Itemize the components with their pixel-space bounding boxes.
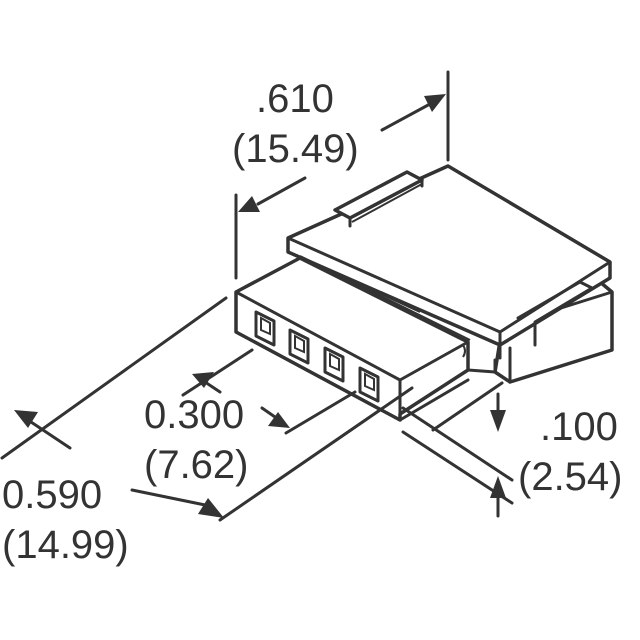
pitch-mm-label: (2.54) [518,455,623,499]
cavity-2 [288,328,310,365]
cavity-4 [358,366,380,403]
dimension-pin-span: 0.300 (7.62) [144,348,357,487]
dimension-pitch: .100 (2.54) [401,381,623,518]
length-mm-label: (14.99) [2,523,129,567]
depth-inch-label: .610 [256,77,334,121]
pitch-inch-label: .100 [540,405,618,449]
length-inch-label: 0.590 [2,473,102,517]
dimension-overall-length: 0.590 (14.99) [0,296,414,567]
connector-body [234,164,614,422]
span-mm-label: (7.62) [144,443,249,487]
cavity-1 [254,310,276,347]
contact-cavities [254,310,380,403]
dimension-overall-depth: .610 (15.49) [232,70,450,280]
cavity-3 [323,346,345,383]
depth-mm-label: (15.49) [232,127,359,171]
span-inch-label: 0.300 [144,393,244,437]
